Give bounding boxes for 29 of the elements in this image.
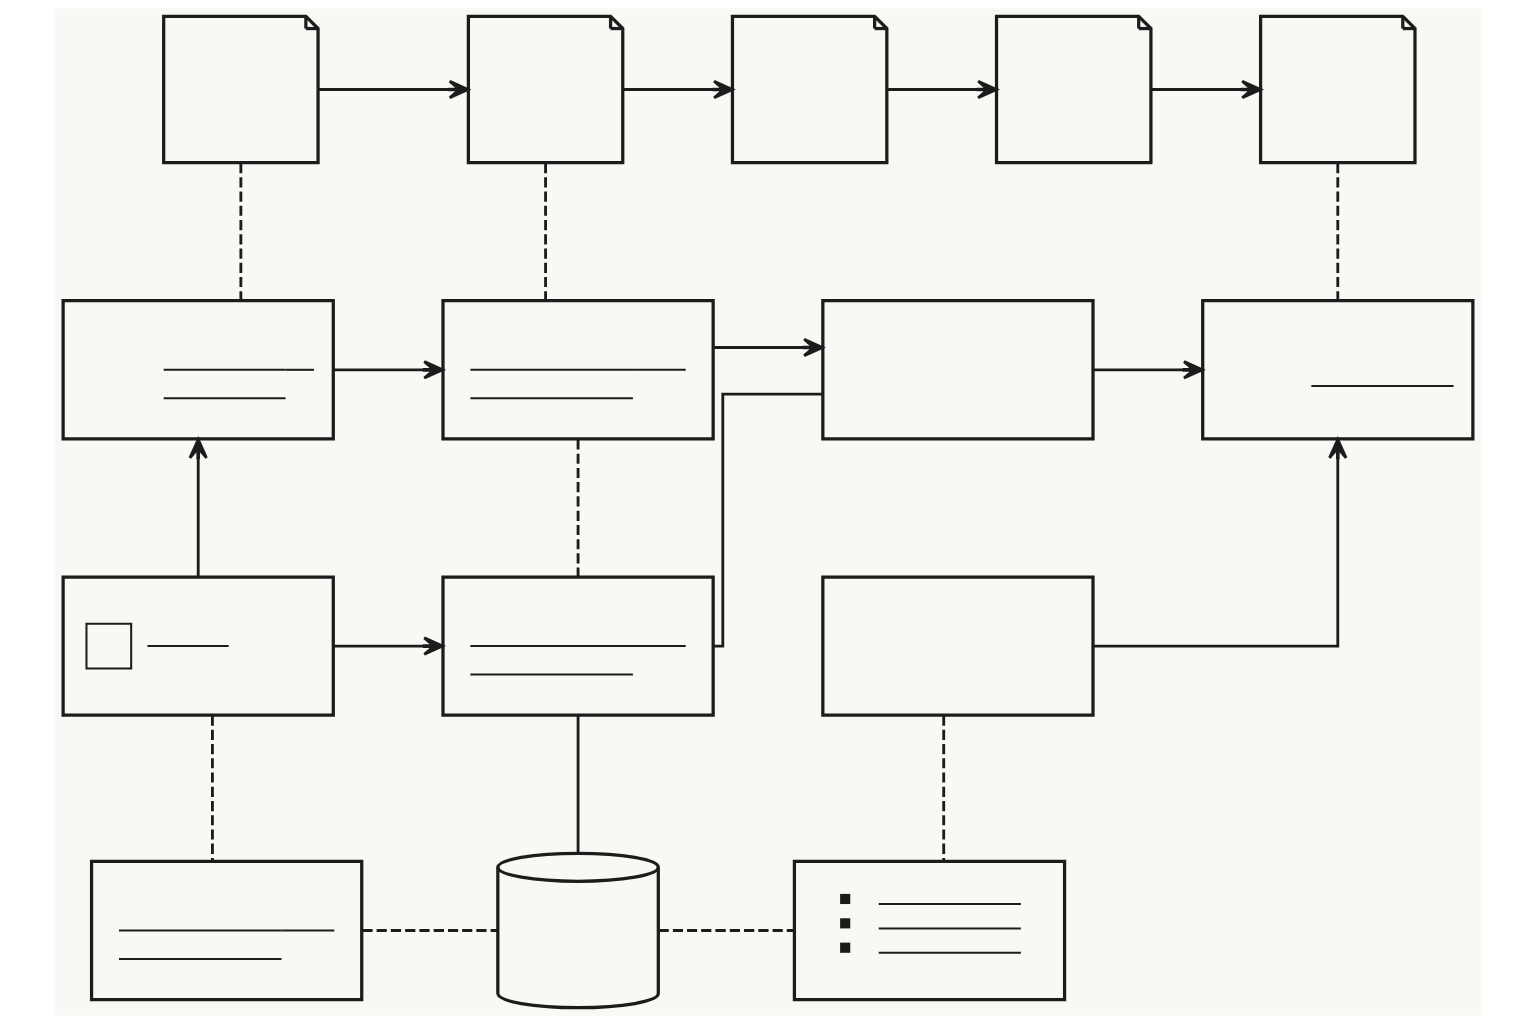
- arrow: [1093, 360, 1204, 380]
- node-box: [61, 575, 335, 717]
- connector: [658, 929, 795, 932]
- arrow: [1093, 438, 1348, 648]
- node-box: [1201, 299, 1475, 441]
- node-box: [61, 299, 335, 441]
- arrow: [318, 79, 470, 100]
- arrow: [623, 79, 734, 100]
- arrow: [887, 79, 998, 100]
- node-box: [821, 299, 1095, 441]
- node-box: [821, 575, 1095, 717]
- connector: [576, 715, 580, 854]
- arrow: [188, 438, 208, 577]
- connector: [713, 392, 823, 648]
- connector: [544, 163, 547, 301]
- arrow: [333, 636, 445, 656]
- connector: [942, 715, 946, 861]
- node-box: [441, 299, 715, 441]
- connector: [211, 715, 214, 861]
- connector: [1336, 163, 1340, 301]
- arrow: [333, 360, 445, 380]
- arrow: [713, 337, 824, 358]
- connector: [362, 929, 498, 932]
- arrow: [1151, 79, 1262, 100]
- node-box: [441, 575, 715, 717]
- node-box: [792, 859, 1067, 1002]
- connector: [576, 439, 580, 577]
- node-box: [89, 859, 364, 1002]
- connector: [239, 163, 243, 301]
